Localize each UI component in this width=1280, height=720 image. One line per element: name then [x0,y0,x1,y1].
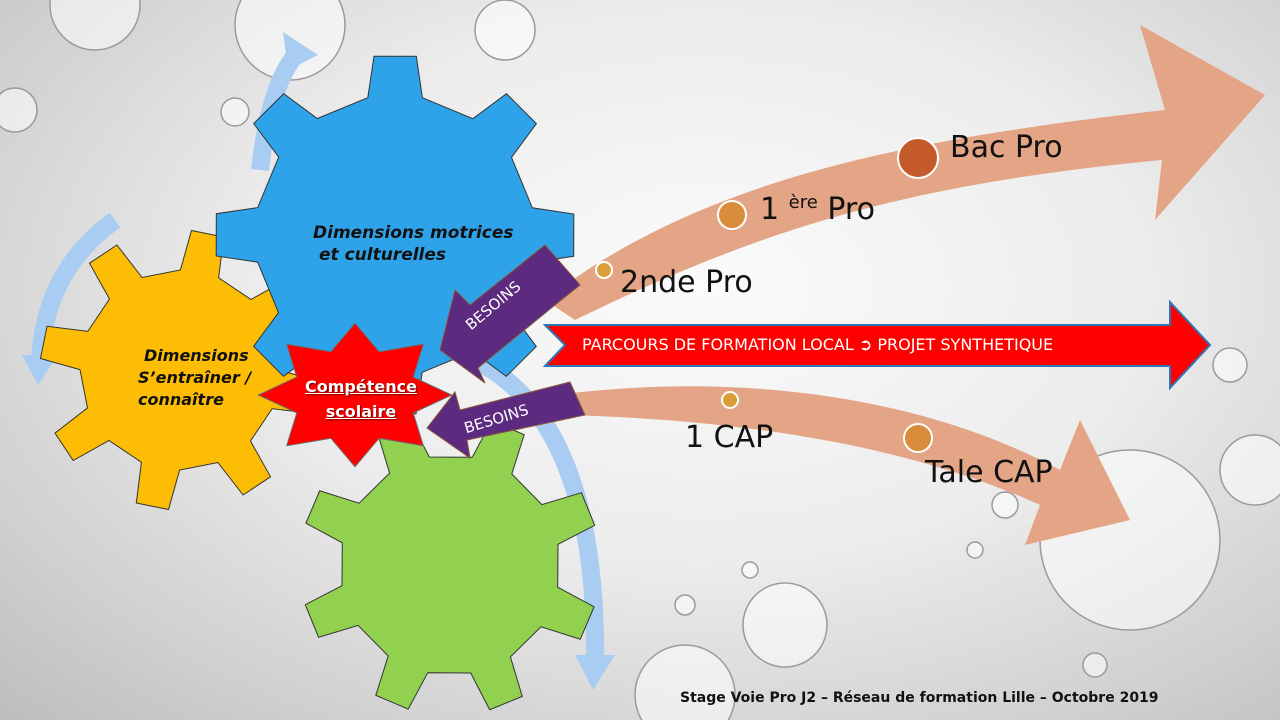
rotation-arrowheads [22,32,615,690]
level-1-cap: 1 CAP [685,420,774,455]
arrow-cap [555,386,1130,545]
arrow-besoins-upper [439,244,581,384]
competence-star [257,322,453,468]
level-bac-pro: Bac Pro [950,130,1063,165]
arrow-besoins-lower [426,381,586,460]
level-1ere-pro: 1 ère Pro [760,192,875,227]
parcours-label: PARCOURS DE FORMATION LOCAL ➲ PROJET SYN… [582,335,1054,354]
footer: Stage Voie Pro J2 – Réseau de formation … [680,690,1159,706]
arrow-parcours [542,299,1212,391]
gear-green [304,419,596,711]
level-dots [595,137,939,453]
level-2nde-pro: 2nde Pro [620,265,753,300]
gear-yellow [39,229,321,511]
level-tale-cap: Tale CAP [925,455,1053,490]
